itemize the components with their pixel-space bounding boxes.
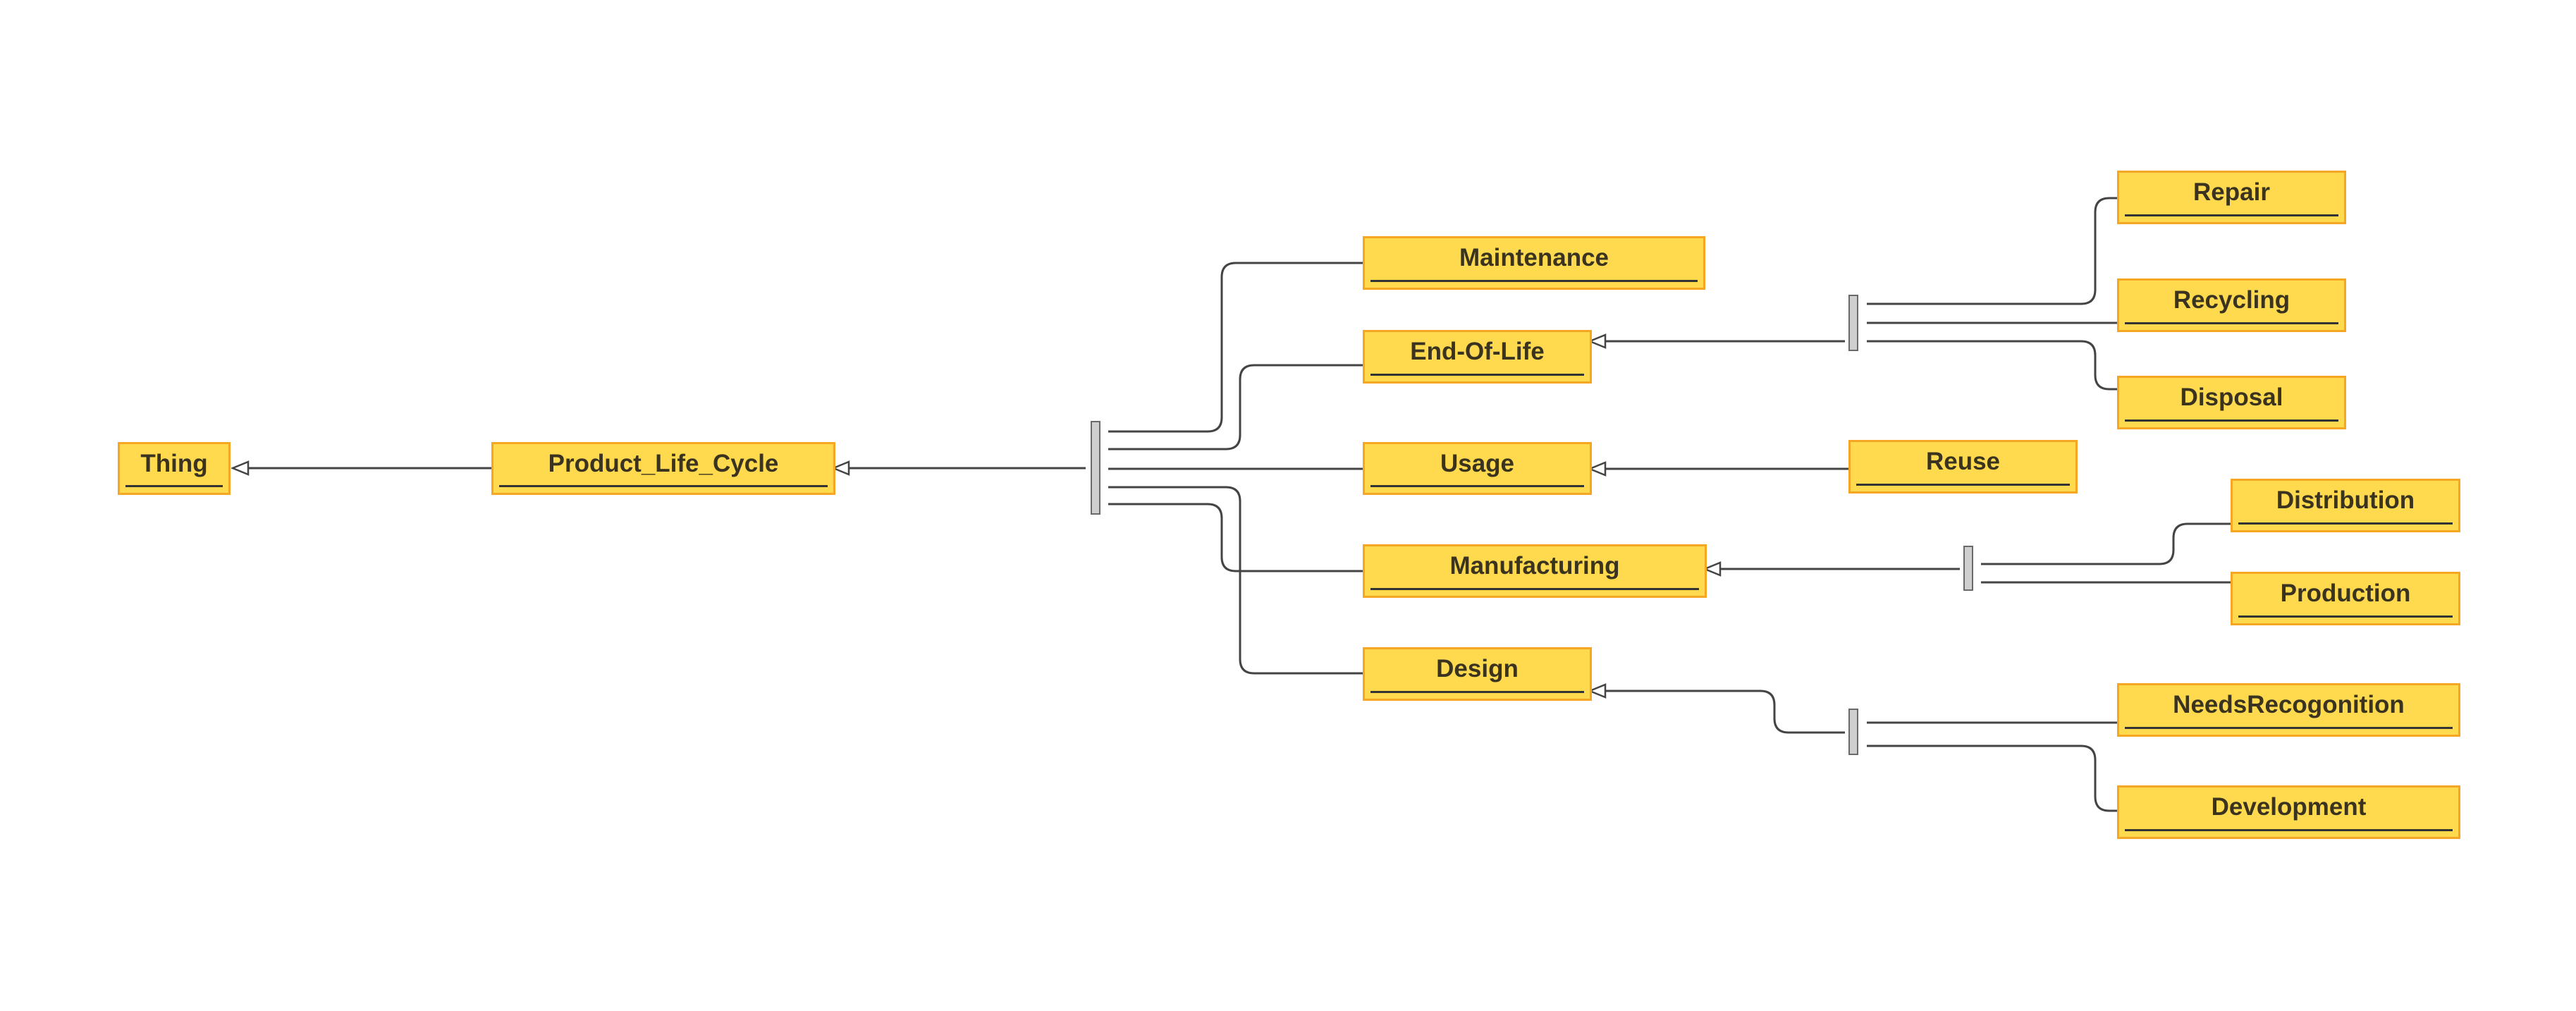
- fork-bar-end-of-life: [1848, 295, 1858, 351]
- class-underline: [2125, 727, 2453, 729]
- class-underline: [2238, 522, 2453, 525]
- edge-fork-to-design: [1590, 691, 1845, 734]
- class-node-production[interactable]: Production: [2231, 572, 2460, 625]
- class-node-usage[interactable]: Usage: [1363, 442, 1592, 495]
- edge-development-to-fork: [1867, 745, 2117, 812]
- edge-design-to-fork: [1108, 486, 1363, 675]
- class-underline: [1856, 484, 2070, 486]
- class-node-repair[interactable]: Repair: [2117, 171, 2346, 224]
- class-node-end-of-life[interactable]: End-Of-Life: [1363, 330, 1592, 384]
- class-label: Repair: [2193, 178, 2270, 206]
- class-node-reuse[interactable]: Reuse: [1848, 440, 2078, 494]
- class-label: Recycling: [2173, 286, 2290, 314]
- class-underline: [2125, 322, 2338, 324]
- class-underline: [2238, 615, 2453, 618]
- class-label: Production: [2280, 580, 2411, 607]
- class-label: Manufacturing: [1449, 552, 1620, 580]
- class-underline: [1370, 691, 1584, 693]
- fork-bar-design: [1848, 709, 1858, 755]
- class-node-thing[interactable]: Thing: [118, 442, 231, 495]
- class-node-product-life-cycle[interactable]: Product_Life_Cycle: [491, 442, 835, 495]
- class-underline: [1370, 374, 1584, 376]
- class-label: End-Of-Life: [1410, 338, 1545, 365]
- class-node-manufacturing[interactable]: Manufacturing: [1363, 544, 1707, 598]
- edge-manufacturing-to-fork: [1108, 503, 1363, 572]
- class-node-development[interactable]: Development: [2117, 785, 2460, 839]
- class-underline: [1370, 485, 1584, 487]
- class-label: Development: [2211, 793, 2367, 821]
- class-node-maintenance[interactable]: Maintenance: [1363, 236, 1705, 290]
- class-label: Product_Life_Cycle: [548, 450, 779, 477]
- class-node-distribution[interactable]: Distribution: [2231, 479, 2460, 532]
- class-node-disposal[interactable]: Disposal: [2117, 376, 2346, 429]
- class-underline: [1370, 280, 1698, 282]
- edge-distribution-to-fork: [1981, 522, 2231, 565]
- class-node-design[interactable]: Design: [1363, 647, 1592, 701]
- class-label: NeedsRecogonition: [2173, 691, 2405, 718]
- class-underline: [125, 485, 223, 487]
- edge-repair-to-fork: [1867, 197, 2117, 305]
- class-underline: [499, 485, 828, 487]
- class-node-recycling[interactable]: Recycling: [2117, 278, 2346, 332]
- class-label: Disposal: [2180, 384, 2283, 411]
- edge-disposal-to-fork: [1867, 340, 2117, 391]
- class-label: Reuse: [1925, 448, 2001, 475]
- class-label: Maintenance: [1459, 244, 1609, 271]
- class-label: Usage: [1440, 450, 1515, 477]
- fork-bar-product-life-cycle: [1091, 421, 1100, 515]
- class-label: Distribution: [2276, 486, 2415, 514]
- class-underline: [2125, 829, 2453, 831]
- class-node-needs-recognition[interactable]: NeedsRecogonition: [2117, 683, 2460, 737]
- class-underline: [2125, 419, 2338, 422]
- class-underline: [1370, 588, 1699, 590]
- edge-end-of-life-to-fork: [1108, 364, 1363, 451]
- class-label: Design: [1436, 655, 1519, 682]
- class-underline: [2125, 214, 2338, 216]
- edge-maintenance-to-fork: [1108, 262, 1363, 433]
- fork-bar-manufacturing: [1963, 546, 1973, 591]
- class-label: Thing: [140, 450, 208, 477]
